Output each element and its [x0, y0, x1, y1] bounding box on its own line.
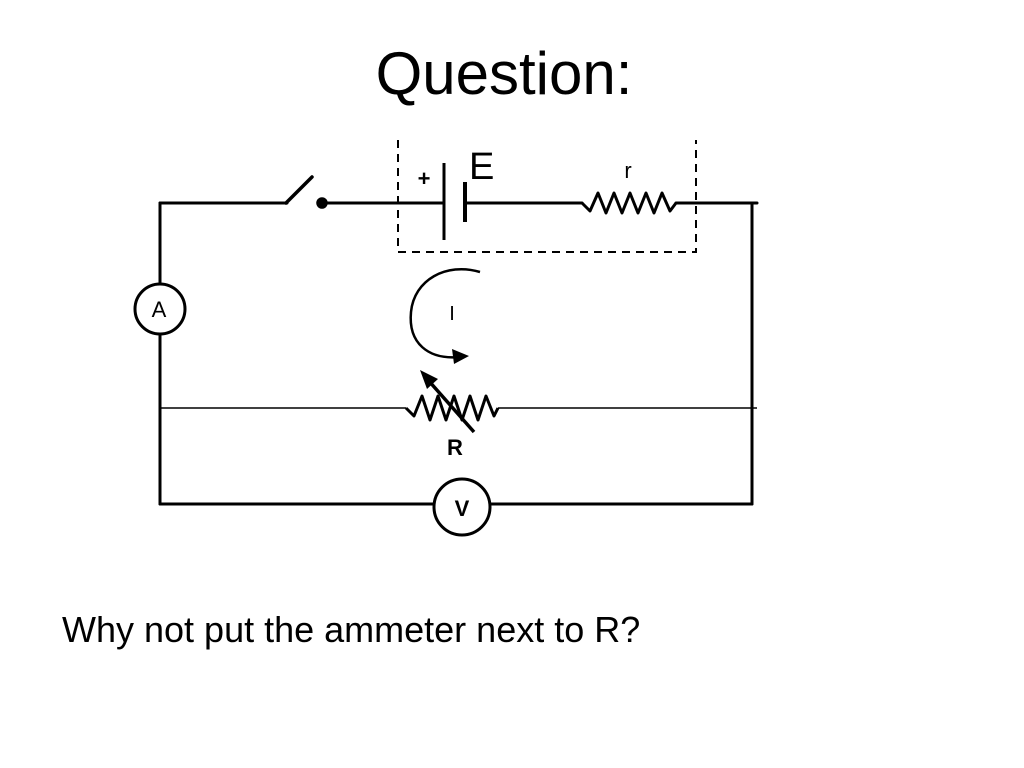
slide-title: Question:	[375, 40, 633, 107]
ammeter-label: A	[152, 297, 167, 322]
current-label: I	[449, 303, 455, 325]
cell-dashed-box	[397, 140, 697, 253]
internal-resistance-label: r	[624, 158, 631, 183]
emf-label: E	[469, 146, 494, 188]
circuit-wires	[158, 201, 759, 506]
internal-resistor	[580, 191, 678, 215]
battery-cell	[442, 163, 467, 240]
switch	[284, 175, 328, 209]
voltmeter: V	[432, 477, 492, 537]
resistor-label: R	[447, 435, 463, 460]
ammeter: A	[133, 282, 187, 336]
question-text: Why not put the ammeter next to R?	[62, 609, 641, 650]
battery-positive-label: +	[418, 166, 431, 191]
variable-resistor-arrow	[420, 370, 476, 434]
voltmeter-label: V	[455, 496, 470, 521]
current-direction-arrow	[409, 267, 481, 364]
variable-resistor	[404, 394, 500, 422]
